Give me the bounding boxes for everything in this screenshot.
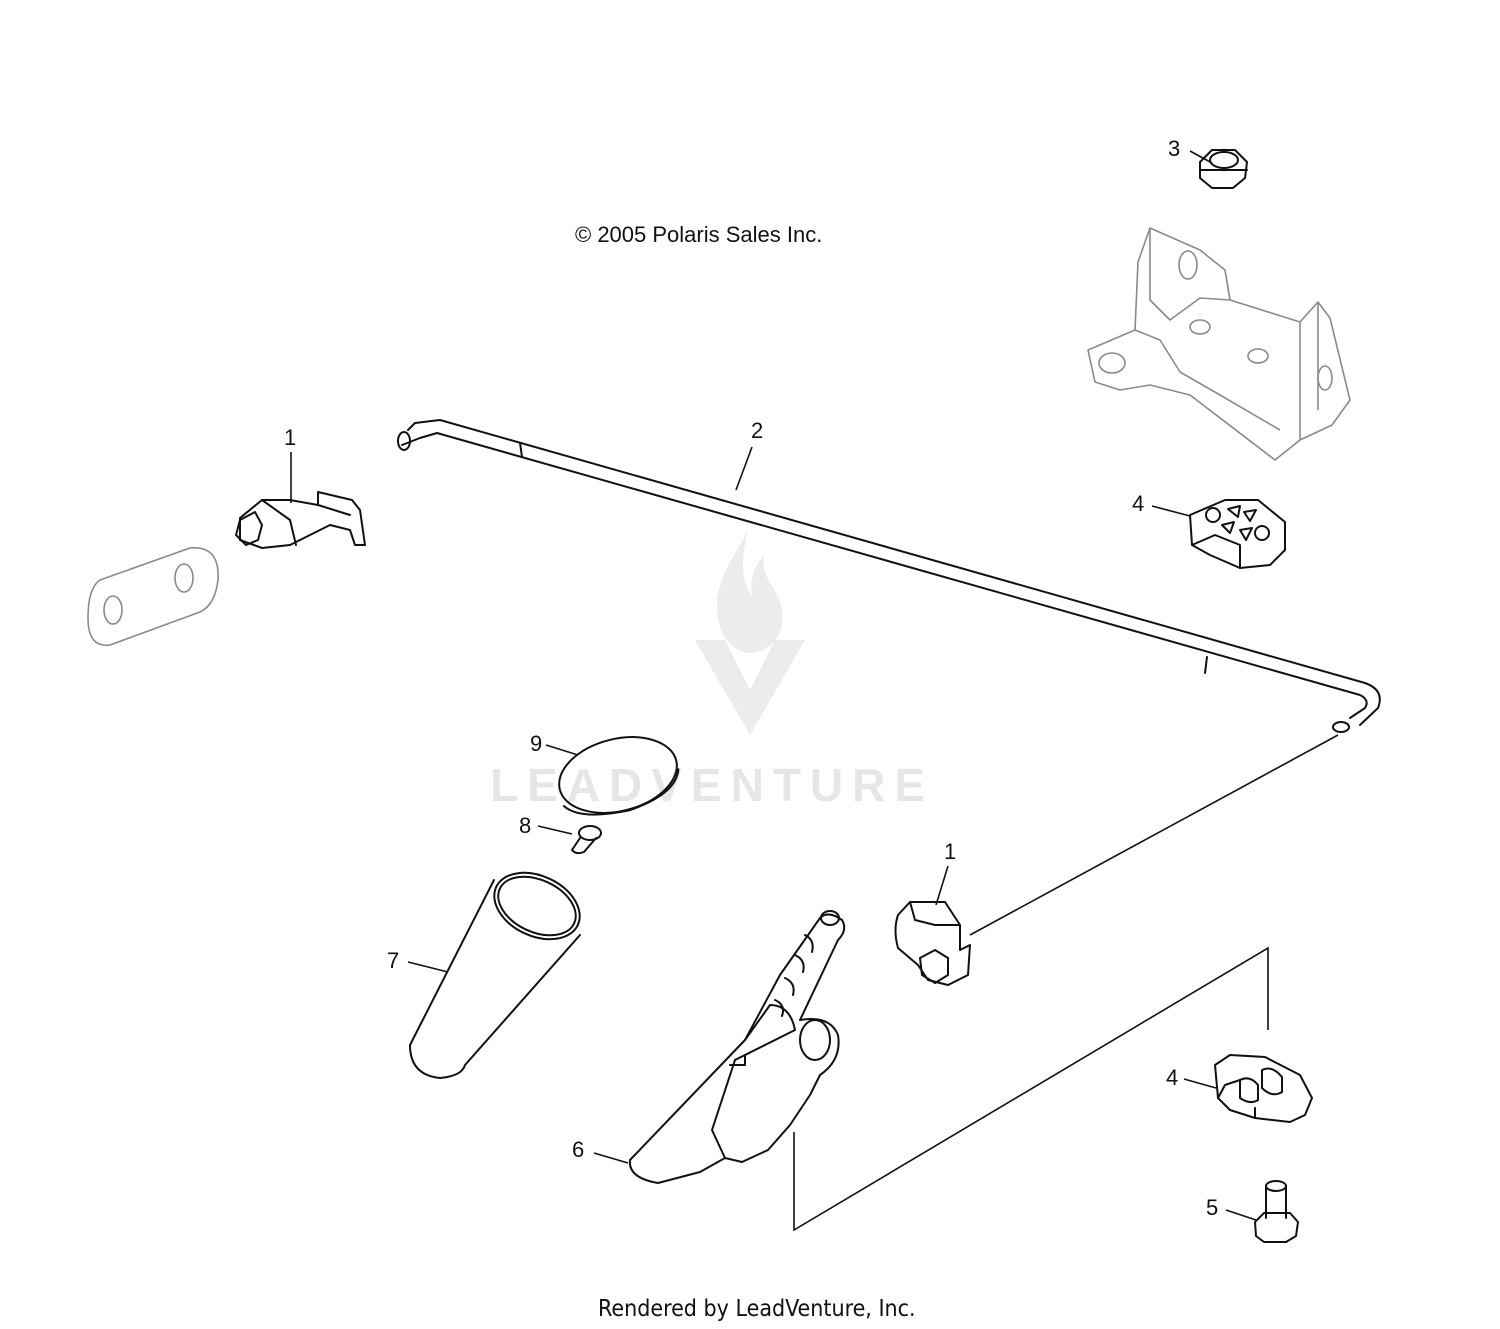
part-7-grip[interactable]	[409, 860, 590, 1079]
callout-6: 6	[572, 1137, 584, 1162]
callout-1-right: 1	[944, 839, 956, 864]
callout-7: 7	[387, 948, 399, 973]
part-9-cap[interactable]	[551, 726, 685, 826]
callout-5: 5	[1206, 1195, 1218, 1220]
assembly-bracket-lines	[793, 734, 1339, 1232]
copyright-notice: © 2005 Polaris Sales Inc.	[575, 222, 823, 247]
part-5-bolt[interactable]	[1254, 1180, 1299, 1243]
leader-lines	[290, 150, 1257, 1221]
footer-credit: Rendered by LeadVenture, Inc.	[598, 1296, 916, 1322]
link-plate-ghost	[87, 547, 219, 647]
callout-4-lower: 4	[1166, 1065, 1178, 1090]
part-6-lever[interactable]	[628, 910, 846, 1184]
callout-4-upper: 4	[1132, 491, 1144, 516]
part-3-nut[interactable]	[1199, 149, 1248, 189]
callout-8: 8	[519, 813, 531, 838]
callout-3: 3	[1168, 136, 1180, 161]
part-4-bushing-upper[interactable]	[1189, 499, 1286, 569]
callout-1-left: 1	[284, 425, 296, 450]
part-8-screw[interactable]	[571, 825, 602, 855]
callout-9: 9	[530, 731, 542, 756]
part-1-clamp-left[interactable]	[235, 491, 366, 549]
callout-2: 2	[751, 418, 763, 443]
part-4-bushing-lower[interactable]	[1214, 1054, 1313, 1123]
part-2-sway-bar[interactable]	[397, 419, 1381, 733]
watermark-logo-icon	[695, 530, 805, 735]
part-1-clamp-right[interactable]	[894, 901, 971, 986]
mounting-bracket-ghost	[1087, 227, 1351, 461]
watermark-text: LEADVENTURE	[490, 759, 935, 811]
